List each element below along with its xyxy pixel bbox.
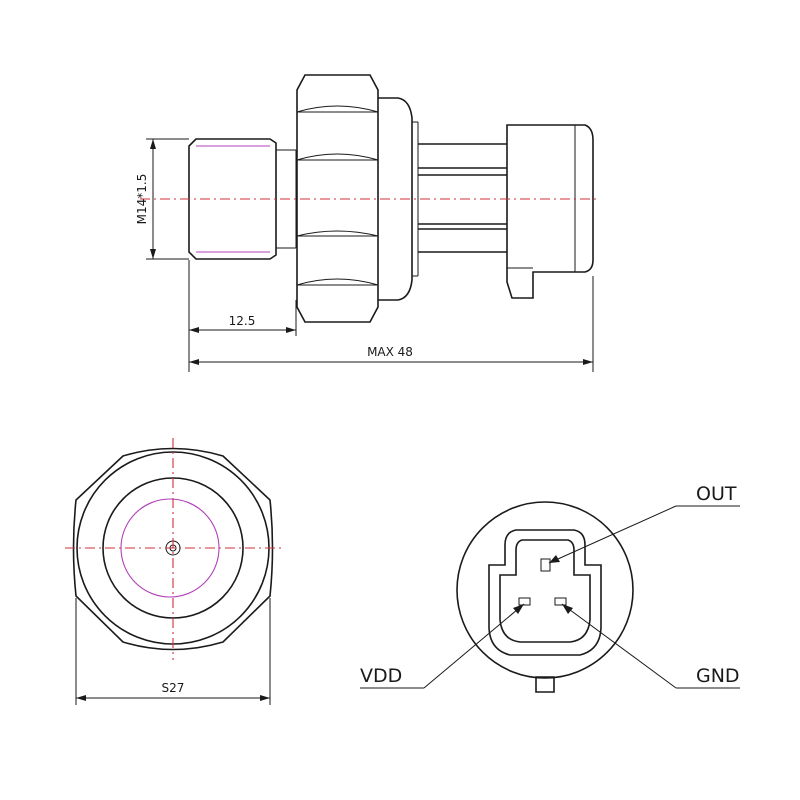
side-view: M14*1.5 12.5 MAX 48 <box>135 74 598 372</box>
thread-label: M14*1.5 <box>135 174 149 225</box>
hex-dimension: S27 <box>75 598 271 705</box>
pin-out <box>540 558 551 572</box>
connector-housing <box>506 124 594 299</box>
hex-outline <box>72 447 274 651</box>
front-view: S27 <box>65 438 282 705</box>
connector-outer-circle <box>456 501 634 679</box>
vdd-label: VDD <box>360 665 402 687</box>
thread-dimension: M14*1.5 <box>135 138 189 260</box>
overall-length-label: MAX 48 <box>367 345 413 359</box>
connector-stems <box>418 143 507 253</box>
gnd-label: GND <box>696 665 740 687</box>
connector-key <box>535 676 555 693</box>
thread-section <box>188 138 297 260</box>
overall-length-dimension: MAX 48 <box>189 276 594 372</box>
collar <box>378 97 419 301</box>
out-label: OUT <box>696 483 737 505</box>
connector-shell-inner <box>499 539 591 643</box>
thread-length-label: 12.5 <box>229 314 256 328</box>
connector-view: OUT VDD GND <box>360 483 740 693</box>
vdd-leader: VDD <box>360 603 525 689</box>
out-leader: OUT <box>548 483 740 564</box>
pin-vdd <box>518 597 531 606</box>
pin-gnd <box>554 597 567 606</box>
hex-body <box>296 74 379 323</box>
hex-size-label: S27 <box>162 681 185 695</box>
gnd-leader: GND <box>561 603 740 689</box>
length-12-5-dimension: 12.5 <box>188 260 297 372</box>
connector-shell-outer <box>488 529 602 656</box>
